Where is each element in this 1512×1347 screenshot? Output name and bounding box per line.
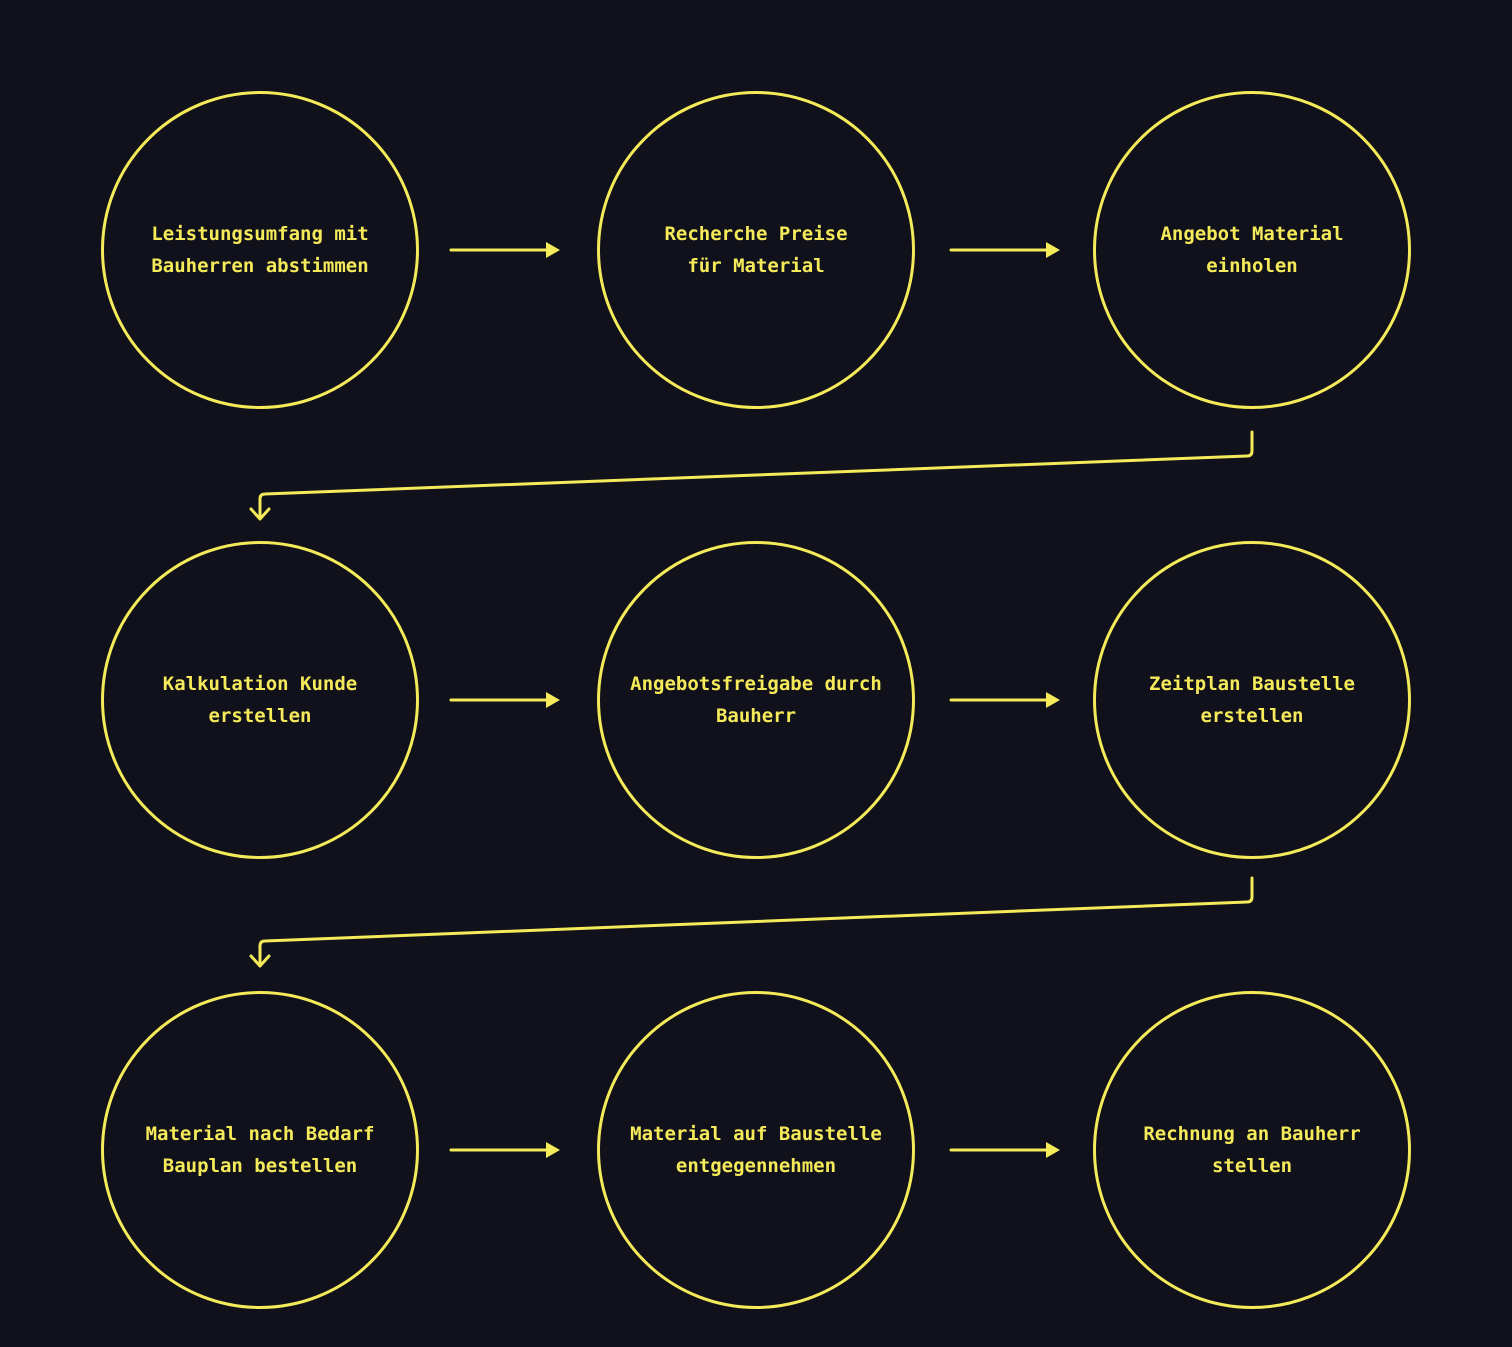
step-label-5: Angebotsfreigabe durch Bauherr bbox=[630, 673, 882, 727]
connector-6-7 bbox=[258, 876, 1254, 967]
arrowhead-1-2 bbox=[546, 242, 560, 258]
step-label-6: Zeitplan Baustelle erstellen bbox=[1149, 673, 1355, 727]
connector-3-4 bbox=[258, 430, 1254, 520]
step-label-4: Kalkulation Kunde erstellen bbox=[162, 673, 358, 727]
step-node-4: Kalkulation Kunde erstellen bbox=[101, 541, 419, 859]
step-label-9: Rechnung an Bauherr stellen bbox=[1143, 1123, 1361, 1177]
step-label-7: Material nach Bedarf Bauplan bestellen bbox=[145, 1123, 375, 1177]
connector-6-7-arrowhead bbox=[249, 954, 271, 968]
step-label-8: Material auf Baustelle entgegennehmen bbox=[630, 1123, 882, 1177]
connector-3-4-arrowhead bbox=[249, 507, 271, 521]
step-node-6: Zeitplan Baustelle erstellen bbox=[1093, 541, 1411, 859]
arrowhead-7-8 bbox=[546, 1142, 560, 1158]
step-label-3: Angebot Material einholen bbox=[1160, 223, 1344, 277]
step-node-7: Material nach Bedarf Bauplan bestellen bbox=[101, 991, 419, 1309]
step-label-1: Leistungsumfang mit Bauherren abstimmen bbox=[151, 223, 369, 277]
step-node-1: Leistungsumfang mit Bauherren abstimmen bbox=[101, 91, 419, 409]
step-node-3: Angebot Material einholen bbox=[1093, 91, 1411, 409]
arrowhead-2-3 bbox=[1046, 242, 1060, 258]
step-node-9: Rechnung an Bauherr stellen bbox=[1093, 991, 1411, 1309]
step-label-2: Recherche Preise für Material bbox=[664, 223, 848, 277]
step-node-2: Recherche Preise für Material bbox=[597, 91, 915, 409]
arrowhead-5-6 bbox=[1046, 692, 1060, 708]
arrowhead-8-9 bbox=[1046, 1142, 1060, 1158]
step-node-5: Angebotsfreigabe durch Bauherr bbox=[597, 541, 915, 859]
arrowhead-4-5 bbox=[546, 692, 560, 708]
step-node-8: Material auf Baustelle entgegennehmen bbox=[597, 991, 915, 1309]
